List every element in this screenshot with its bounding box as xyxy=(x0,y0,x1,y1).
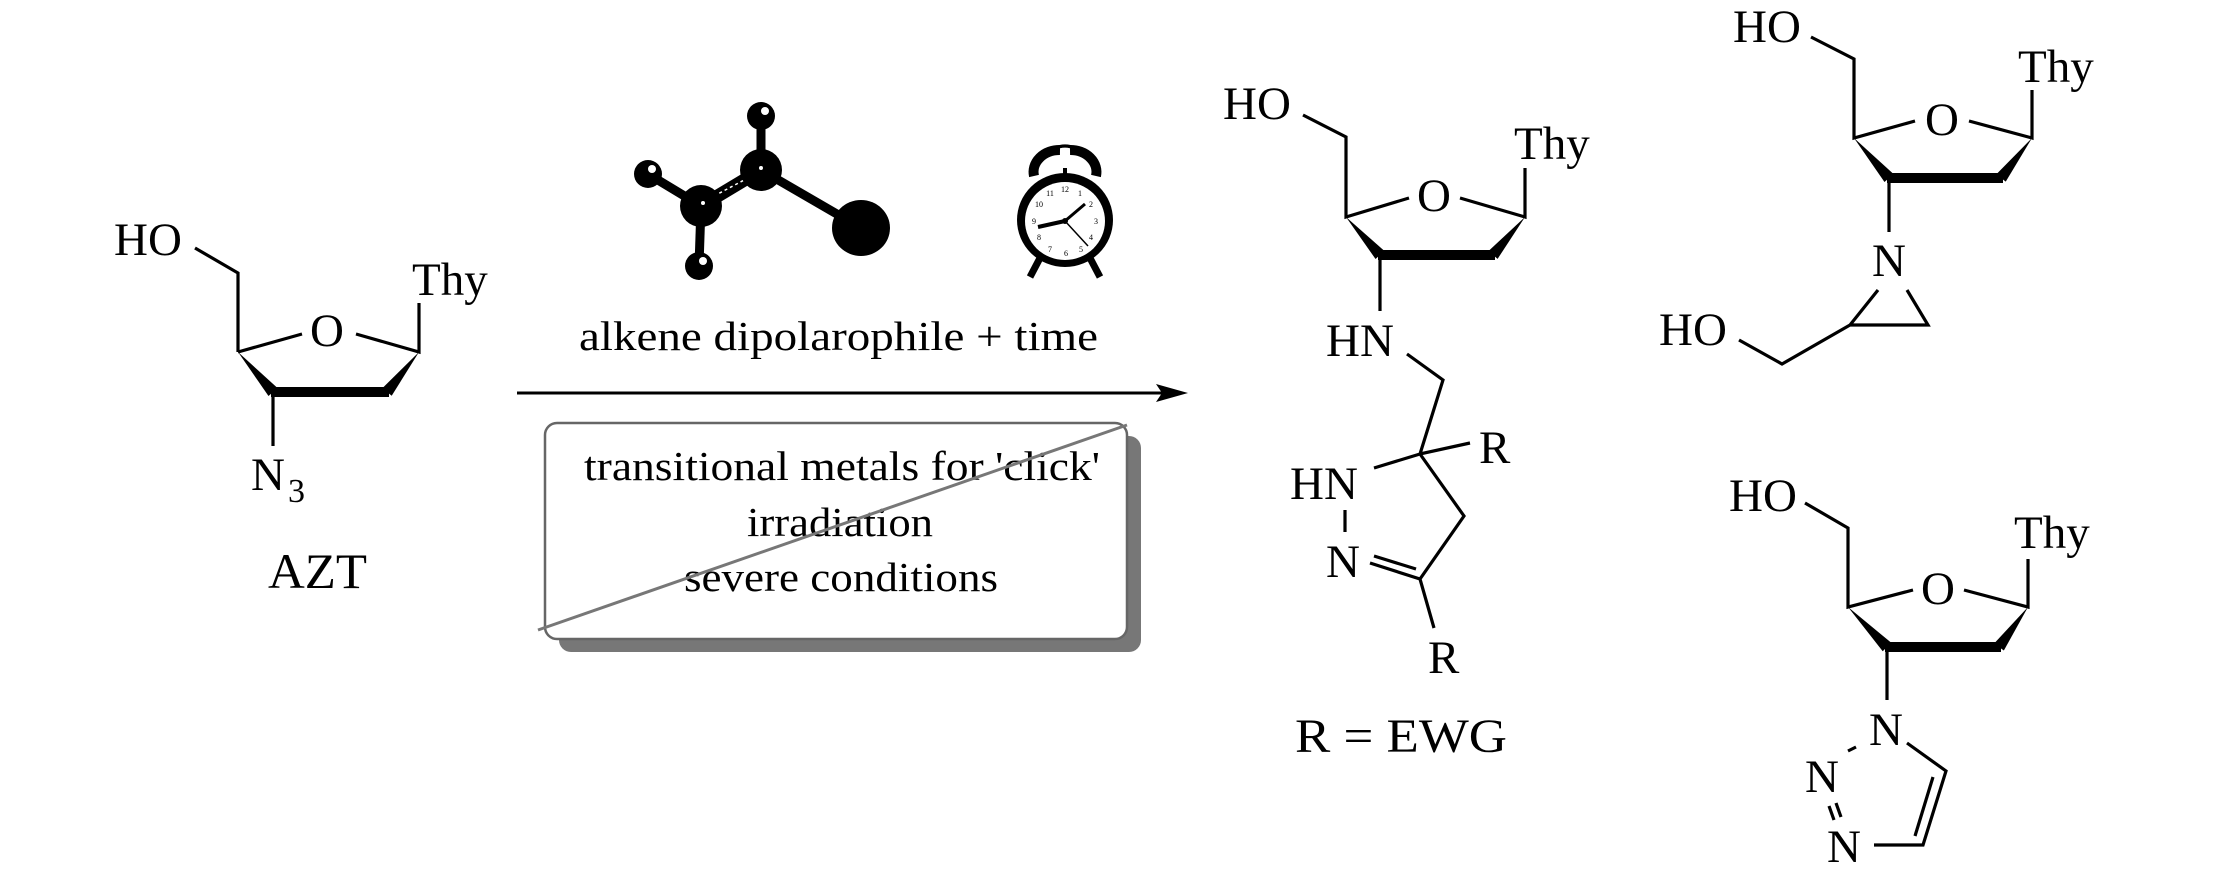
excluded-condition-severe: severe conditions xyxy=(684,554,998,600)
svg-text:4: 4 xyxy=(1089,233,1093,242)
triazole-cc-double-bond xyxy=(1913,776,1935,837)
aziridine-wedge-right xyxy=(1996,138,2032,182)
product-ring-oxygen: O xyxy=(1417,170,1451,222)
svg-text:5: 5 xyxy=(1079,245,1083,254)
aziridine-side-ho: HO xyxy=(1659,304,1727,356)
product-thy-label: Thy xyxy=(1514,118,1590,170)
triazole-wedge-right xyxy=(1994,607,2028,651)
triazole-ring-bonds xyxy=(1874,741,1948,847)
svg-text:2: 2 xyxy=(1089,200,1093,209)
product-sugar-bonds xyxy=(1302,113,1527,220)
triazole-wedge-left xyxy=(1848,607,1892,652)
product-wedge-right xyxy=(1488,217,1525,259)
reagent-label: alkene dipolarophile + time xyxy=(579,313,1098,359)
azt-wedge-right xyxy=(382,352,419,396)
product-r-bottom: R xyxy=(1428,632,1460,684)
excluded-conditions-box: transitional metals for 'click' irradiat… xyxy=(537,421,1141,652)
alkene-r-label: R xyxy=(851,208,878,253)
triazole-n2n3-bond-a xyxy=(1827,805,1836,821)
azt-ring-oxygen: O xyxy=(310,305,344,357)
azt-ho-label: HO xyxy=(114,214,182,266)
triazole-n1n2-bond xyxy=(1847,745,1857,753)
excluded-condition-irradiation: irradiation xyxy=(747,499,933,545)
svg-text:10: 10 xyxy=(1035,200,1043,209)
triazole-ring-oxygen: O xyxy=(1921,563,1955,615)
aziridine-structure: HO O Thy N HO xyxy=(1659,1,2094,366)
aziridine-n-label: N xyxy=(1872,235,1906,287)
product-hn-linker: HN xyxy=(1326,315,1394,367)
product-r-top: R xyxy=(1479,422,1511,474)
svg-text:7: 7 xyxy=(1048,245,1052,254)
product-n-ring: N xyxy=(1326,536,1360,588)
excluded-condition-metals: transitional metals for 'click' xyxy=(584,443,1100,489)
svg-text:11: 11 xyxy=(1046,189,1054,198)
svg-text:1: 1 xyxy=(1078,189,1082,198)
alkene-model-icon: R xyxy=(634,102,890,280)
product-hn-ring: HN xyxy=(1290,458,1358,510)
product-cn-double-bond xyxy=(1373,554,1417,571)
triazole-thy-label: Thy xyxy=(2014,507,2090,559)
pyrazoline-product-structure: HO O Thy HN R HN N R R = EWG xyxy=(1223,78,1590,763)
svg-text:8: 8 xyxy=(1037,233,1041,242)
triazole-n2n3-bond-b xyxy=(1834,802,1843,818)
azt-wedge-left xyxy=(238,352,278,396)
aziridine-sugar-bonds xyxy=(1810,35,2034,141)
aziridine-ho-label: HO xyxy=(1733,1,1801,53)
azt-thy-label: Thy xyxy=(412,254,488,306)
azt-n-subscript: 3 xyxy=(288,473,305,510)
triazole-ho-label: HO xyxy=(1729,470,1797,522)
reaction-arrow xyxy=(517,384,1188,402)
r-definition-label: R = EWG xyxy=(1295,710,1507,763)
azt-name-label: AZT xyxy=(268,543,367,599)
svg-text:9: 9 xyxy=(1032,217,1036,226)
aziridine-wedge-left xyxy=(1854,138,1894,182)
triazole-n1-label: N xyxy=(1869,704,1903,756)
azt-n-label: N xyxy=(251,449,285,501)
aziridine-ring-bonds xyxy=(1738,289,1931,366)
triazole-n2-label: N xyxy=(1805,751,1839,803)
triazole-sugar-bonds xyxy=(1804,501,2030,610)
svg-text:6: 6 xyxy=(1064,249,1068,258)
product-pyrazoline-bonds xyxy=(1369,352,1471,629)
aziridine-ring-oxygen: O xyxy=(1925,94,1959,146)
azt-structure: HO O Thy N 3 AZT xyxy=(114,214,488,599)
product-wedge-left xyxy=(1346,217,1385,260)
azt-ch2-bond xyxy=(194,246,240,352)
triazole-n3-label: N xyxy=(1827,821,1861,873)
strikethrough-line xyxy=(537,423,1128,632)
svg-text:12: 12 xyxy=(1061,185,1069,194)
svg-text:3: 3 xyxy=(1094,217,1098,226)
triazole-structure: HO O Thy N N N xyxy=(1729,470,2090,873)
aziridine-thy-label: Thy xyxy=(2018,41,2094,93)
product-ho-label: HO xyxy=(1223,78,1291,130)
